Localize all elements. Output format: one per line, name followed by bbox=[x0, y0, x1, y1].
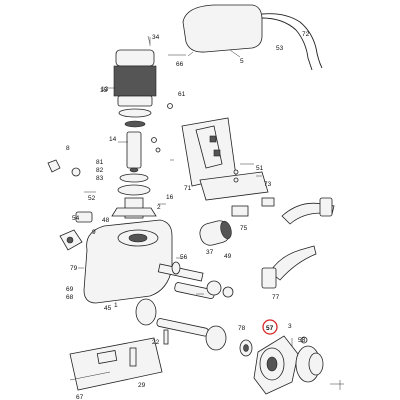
callout-label: 81 bbox=[96, 159, 104, 166]
base-plate bbox=[69, 329, 169, 391]
callout-labels: 1 2 3 5 8 9 13 14 15 16 22 29 34 37 45 4… bbox=[66, 31, 310, 400]
callout-label: 3 bbox=[288, 323, 292, 330]
callout-label: 51 bbox=[256, 165, 264, 172]
callout-label: 58 bbox=[298, 337, 306, 344]
gear-train bbox=[135, 261, 253, 357]
callout-label: 79 bbox=[70, 265, 78, 272]
capacitor-part bbox=[199, 220, 232, 246]
callout-label: 2 bbox=[157, 204, 161, 211]
callout-label: 77 bbox=[272, 294, 280, 301]
callout-label: 14 bbox=[109, 136, 117, 143]
wire-harness-top bbox=[261, 13, 323, 71]
right-cable-assemblies bbox=[261, 197, 335, 289]
leader-lines bbox=[84, 35, 341, 390]
callout-label: 52 bbox=[88, 195, 96, 202]
left-small-parts bbox=[47, 159, 93, 269]
callout-label: 37 bbox=[206, 249, 214, 256]
callout-label: 78 bbox=[238, 325, 246, 332]
callout-label: 57 bbox=[266, 325, 274, 332]
callout-label: 72 bbox=[302, 31, 310, 38]
callout-label: 71 bbox=[184, 185, 192, 192]
gearbox-housing bbox=[83, 219, 204, 304]
callout-label: 29 bbox=[138, 382, 146, 389]
motor-assembly bbox=[111, 49, 157, 219]
callout-label: 83 bbox=[96, 175, 104, 182]
callout-label: 9 bbox=[92, 229, 96, 236]
callout-label: 48 bbox=[102, 217, 110, 224]
callout-label: 45 bbox=[104, 305, 112, 312]
flange-and-output-gear bbox=[253, 335, 344, 395]
callout-label: 34 bbox=[152, 34, 160, 41]
highlight-circle bbox=[262, 319, 278, 335]
callout-label: 49 bbox=[224, 253, 232, 260]
callout-label: 15 bbox=[100, 87, 108, 94]
callout-label: 16 bbox=[166, 194, 174, 201]
callout-label: 68 bbox=[66, 294, 74, 301]
callout-label: 75 bbox=[240, 225, 248, 232]
callout-label: 69 bbox=[66, 286, 74, 293]
callout-label: 22 bbox=[152, 339, 160, 346]
callout-label: 53 bbox=[276, 45, 284, 52]
callout-label: 1 bbox=[114, 302, 118, 309]
callout-label: 13 bbox=[101, 86, 109, 93]
circuit-board-assembly bbox=[181, 117, 275, 217]
cover-part bbox=[182, 4, 263, 58]
callout-label: 73 bbox=[264, 181, 272, 188]
callout-label: 82 bbox=[96, 167, 104, 174]
callout-label: 5 bbox=[240, 58, 244, 65]
callout-label: 67 bbox=[76, 394, 84, 400]
callout-label: 8 bbox=[66, 145, 70, 152]
callout-label: 61 bbox=[178, 91, 186, 98]
small-hardware bbox=[151, 103, 239, 183]
callout-label: 54 bbox=[72, 215, 80, 222]
callout-label: 66 bbox=[176, 61, 184, 68]
callout-label: 56 bbox=[180, 254, 188, 261]
